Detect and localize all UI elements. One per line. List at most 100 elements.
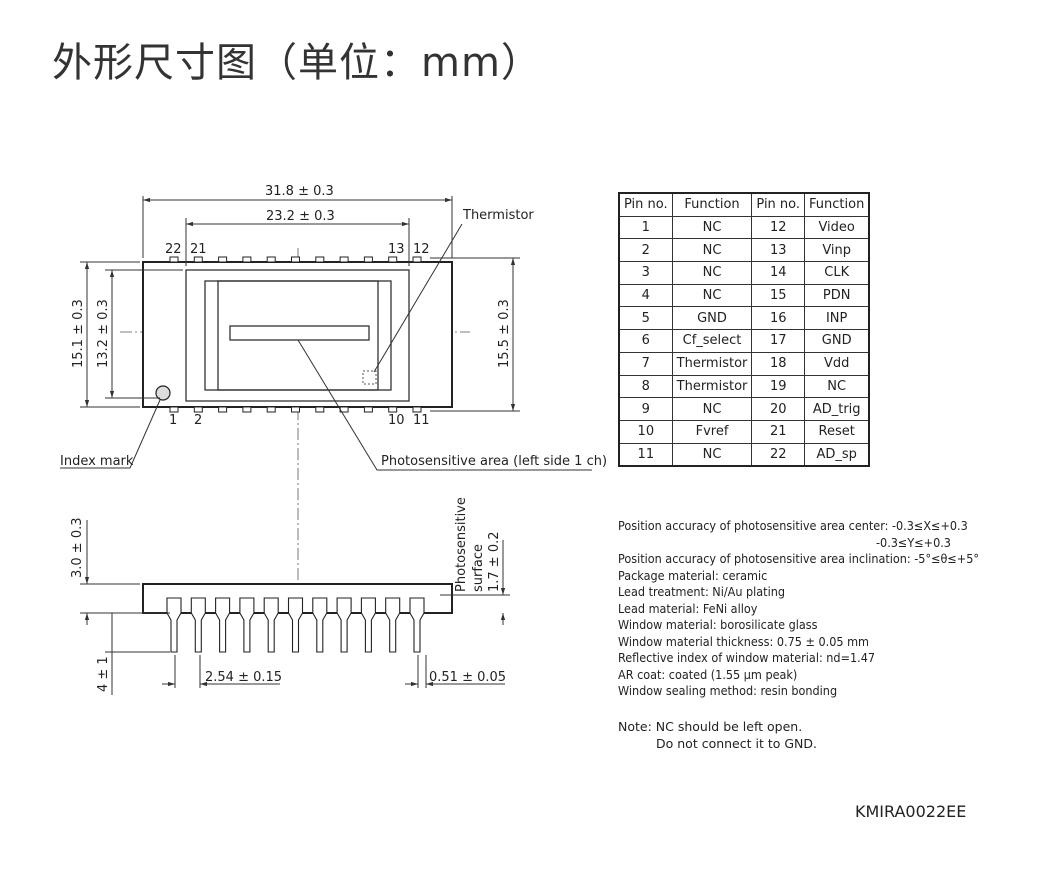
pin-function-cell: Cf_select [671, 329, 753, 353]
pin-function-cell: Thermistor [671, 351, 753, 376]
dim-height-left-outer: 15.1 ± 0.3 [71, 299, 86, 368]
pin-number-cell: 19 [751, 374, 806, 399]
side-lead [166, 597, 182, 653]
spec-line: Reflective index of window material: nd=… [618, 650, 876, 665]
pin-table-header: Pin no. Function Pin no. Function [618, 192, 870, 217]
side-lead [312, 597, 328, 653]
spec-line: Position accuracy of photosensitive area… [618, 518, 968, 533]
pin-label-12: 12 [413, 242, 430, 257]
pin-function-cell: Fvref [671, 419, 753, 444]
spec-line: Window material: borosilicate glass [618, 617, 818, 632]
side-lead [215, 597, 231, 653]
bottom-pin [169, 406, 179, 413]
pin-function-cell: AD_sp [804, 442, 870, 467]
header-function: Function [671, 192, 753, 217]
pin-number-cell: 4 [618, 283, 673, 308]
top-pin [291, 256, 300, 263]
top-pin [169, 256, 179, 263]
pin-number-cell: 2 [618, 238, 673, 263]
document-code: KMIRA0022EE [855, 802, 967, 821]
side-lead [287, 597, 304, 653]
spec-line: -0.3≤Y≤+0.3 [876, 534, 951, 550]
specifications: Position accuracy of photosensitive area… [618, 518, 979, 700]
spec-line: Window material thickness: 0.75 ± 0.05 m… [618, 633, 869, 649]
spec-line: Lead treatment: Ni/Au plating [618, 584, 785, 599]
spec-line: AR coat: coated (1.55 µm peak) [618, 666, 798, 682]
thermistor-label: Thermistor [462, 208, 534, 223]
spec-line: Position accuracy of photosensitive area… [618, 551, 980, 566]
pin-label-11: 11 [413, 413, 430, 428]
pin-number-cell: 9 [618, 397, 673, 421]
thermistor-leader [373, 223, 463, 373]
pin-label-13: 13 [388, 242, 405, 257]
pin-number-cell: 14 [751, 261, 806, 285]
bottom-pin [218, 406, 228, 413]
spec-line: Window sealing method: resin bonding [618, 683, 838, 698]
side-lead [409, 597, 425, 653]
index-mark-label: Index mark [60, 454, 134, 469]
pin-function-cell: PDN [804, 283, 870, 308]
pin-function-cell: CLK [804, 261, 870, 285]
pin-number-cell: 15 [751, 283, 806, 308]
pin-function-cell: NC [671, 442, 753, 467]
side-lead [239, 597, 255, 653]
thermistor-outline [362, 370, 377, 385]
pin-number-cell: 10 [618, 419, 673, 444]
dim-height-left-inner: 13.2 ± 0.3 [96, 299, 111, 368]
pin-number-cell: 6 [618, 329, 673, 353]
pin-number-cell: 7 [618, 351, 673, 376]
pin-label-1: 1 [169, 413, 177, 428]
pin-function-cell: Reset [804, 419, 870, 444]
bottom-pin [315, 406, 325, 413]
window-outer [185, 269, 410, 402]
pin-number-cell: 13 [751, 238, 806, 263]
dim-lead-length: 4 ± 1 [96, 656, 111, 692]
bottom-pin [242, 406, 252, 413]
note: Note: NC should be left open. Do not con… [618, 718, 817, 752]
dim-height-right: 15.5 ± 0.3 [497, 299, 512, 368]
pin-function-cell: NC [671, 261, 753, 285]
dim-surface: 1.7 ± 0.2 [487, 531, 502, 592]
pin-label-10: 10 [388, 413, 405, 428]
pin-number-cell: 18 [751, 351, 806, 376]
top-pin [339, 256, 349, 263]
side-lead [360, 597, 376, 653]
photosensitive-surface-line1: Photosensitive [454, 497, 469, 592]
window-inner [217, 280, 379, 391]
bottom-pin [388, 406, 398, 413]
pin-function-cell: Vdd [804, 351, 870, 376]
pin-function-cell: GND [671, 306, 753, 331]
pin-number-cell: 1 [618, 215, 673, 240]
pin-function-cell: INP [804, 306, 870, 331]
pin-function-cell: AD_trig [804, 397, 870, 421]
pin-number-cell: 16 [751, 306, 806, 331]
pin-function-cell: NC [671, 397, 753, 421]
side-lead [263, 597, 279, 653]
photosensitive-surface-line2: surface [471, 544, 486, 592]
page-title: 外形尺寸图（单位：mm） [52, 40, 542, 86]
top-view: 22 21 13 12 1 2 10 11 31.8 ± 0.3 23.2 ± … [60, 184, 607, 600]
index-mark-leader [60, 399, 161, 469]
pin-number-cell: 20 [751, 397, 806, 421]
pin-function-cell: NC [671, 238, 753, 263]
spec-line: Lead material: FeNi alloy [618, 600, 758, 616]
top-pin [218, 256, 228, 263]
side-view: 3.0 ± 0.3 4 ± 1 2.54 ± 0.15 0.51 ± 0.05 … [70, 497, 510, 695]
top-pin [388, 256, 398, 263]
dim-total-width: 31.8 ± 0.3 [265, 184, 334, 199]
pin-number-cell: 11 [618, 442, 673, 467]
bottom-pin [193, 406, 203, 413]
pin-number-cell: 17 [751, 329, 806, 353]
pin-function-cell: NC [671, 283, 753, 308]
index-mark [155, 385, 171, 401]
